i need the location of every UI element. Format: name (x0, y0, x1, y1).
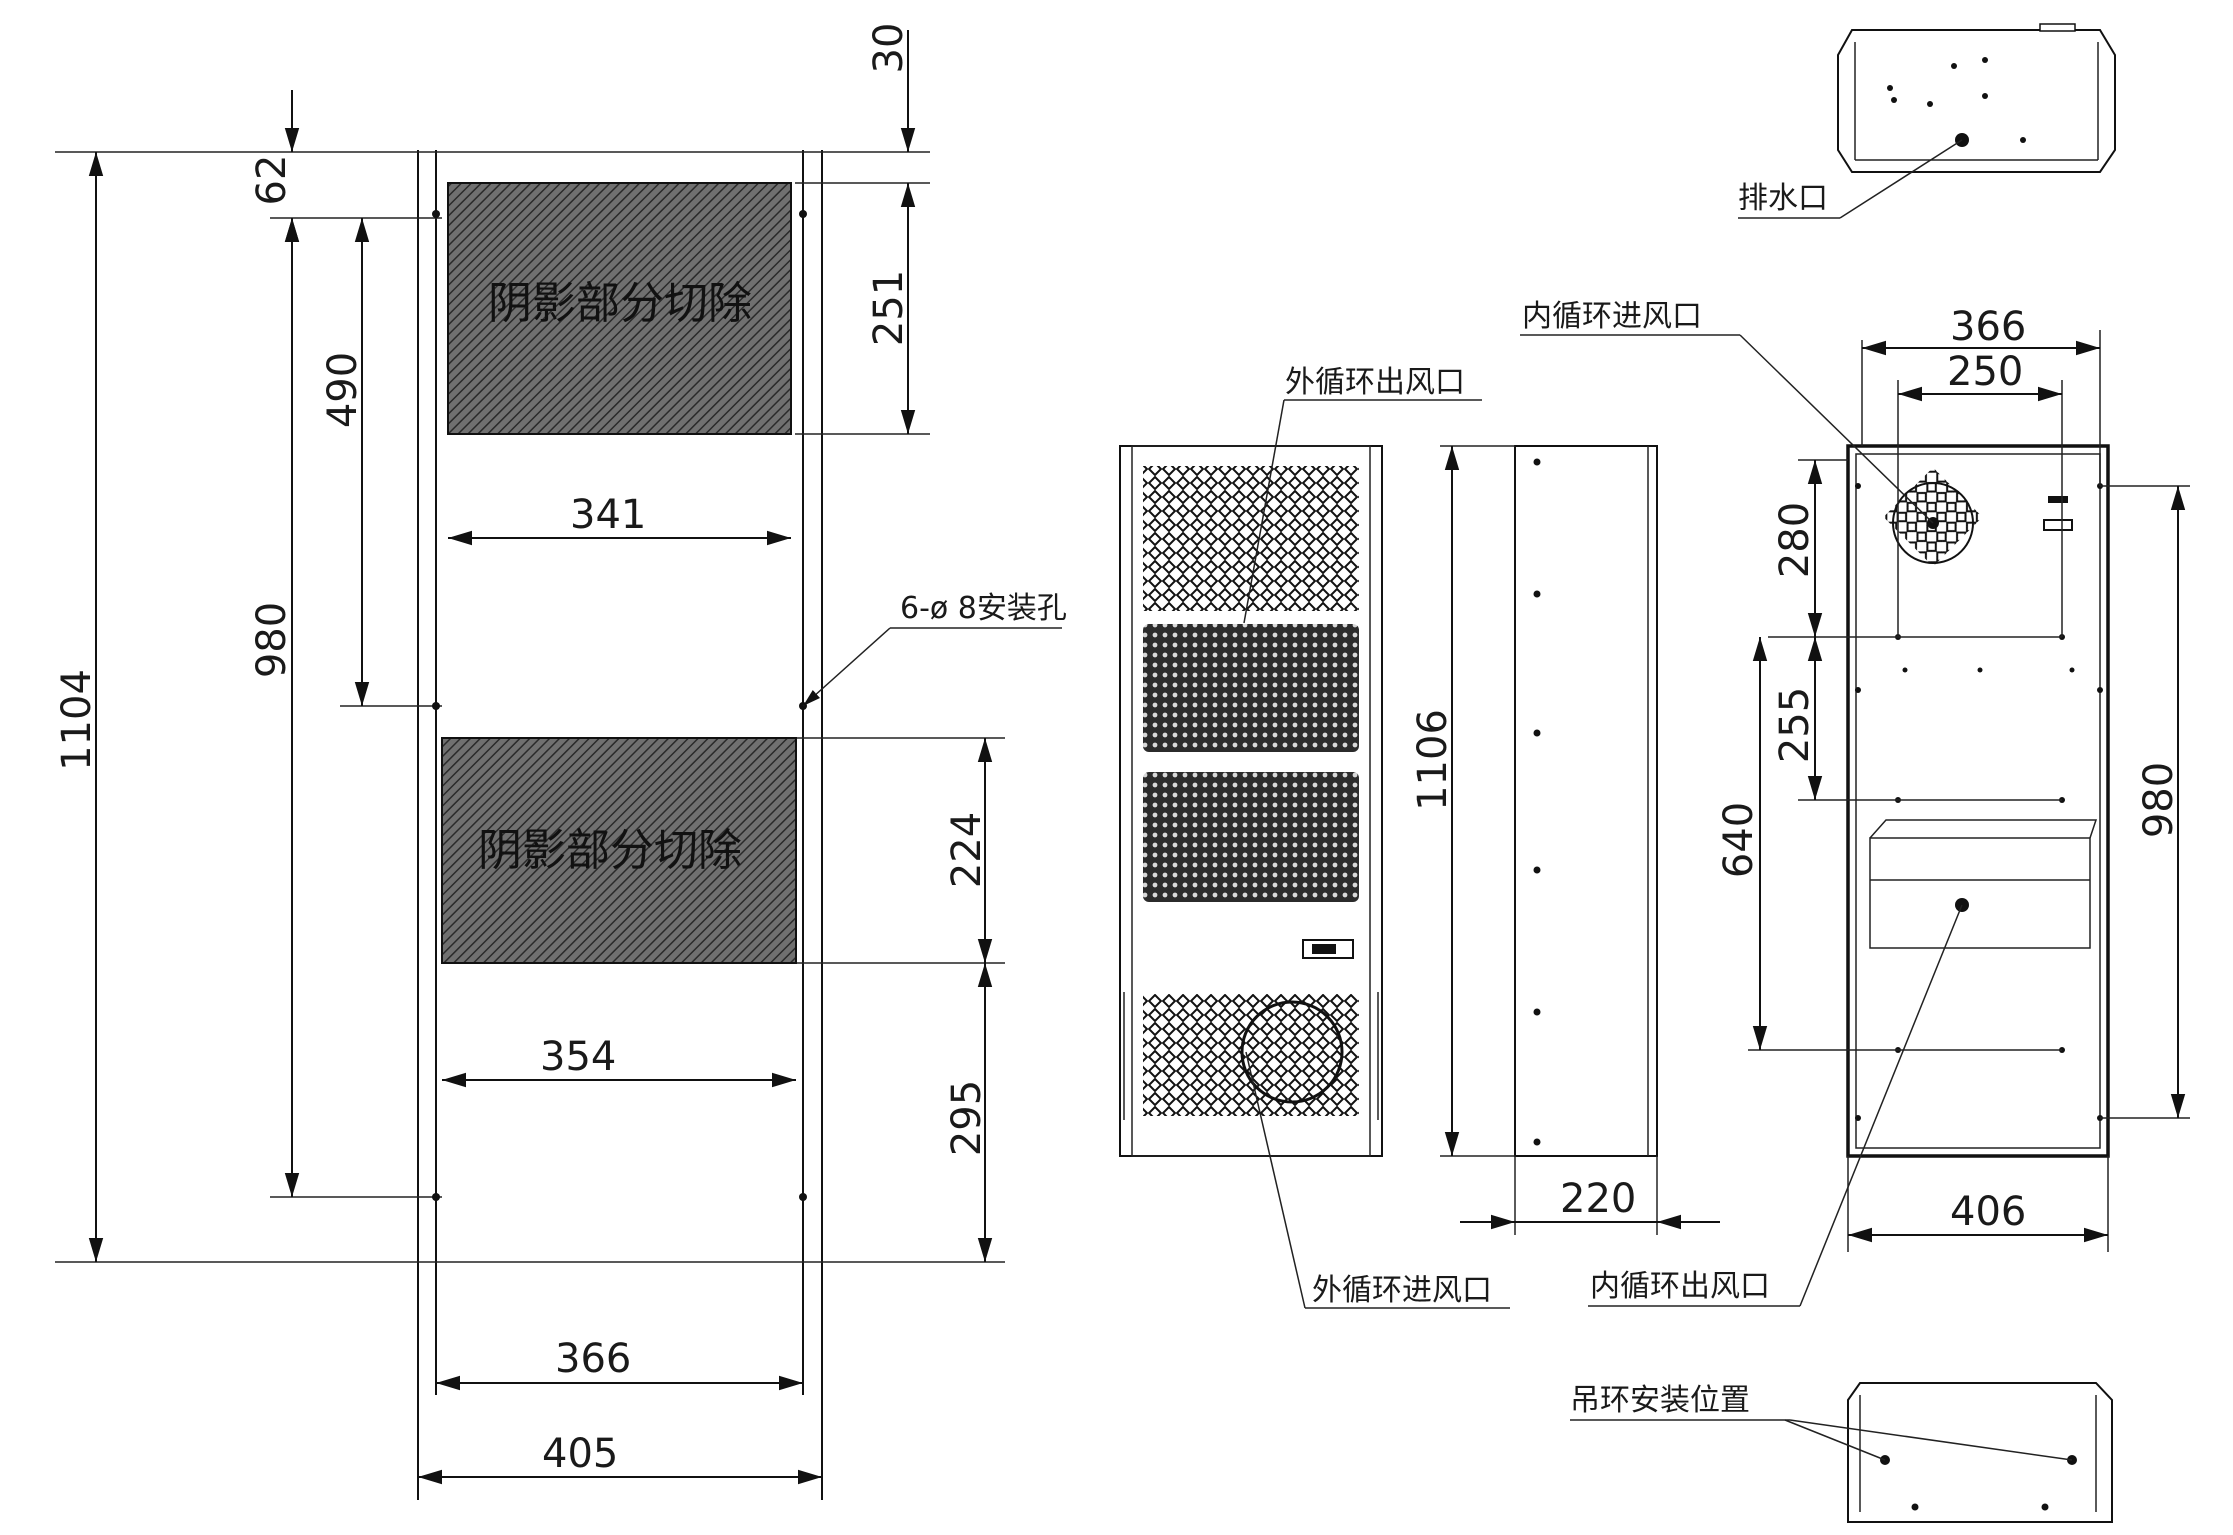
cutout-drawing: 阴影部分切除 阴影部分切除 1104 62 490 980 30 251 341 (54, 23, 1067, 1500)
upper-cut-area (447, 182, 792, 435)
dim-outer-width: 405 (542, 1431, 618, 1477)
dim-back-406: 406 (1950, 1189, 2026, 1235)
upper-cut-label: 阴影部分切除 (488, 278, 752, 329)
front-grill-top (1143, 466, 1359, 611)
dim-lower-bottom: 295 (944, 1080, 990, 1156)
int-outlet-label: 内循环出风口 (1590, 1269, 1770, 1304)
bottom-view: 吊环安装位置 (1570, 1382, 2113, 1523)
int-inlet-label: 内循环进风口 (1522, 299, 1702, 334)
ext-outlet-label: 外循环出风口 (1285, 365, 1465, 400)
dim-lower-cut-width: 354 (540, 1034, 616, 1080)
dim-top-gap: 30 (866, 23, 912, 74)
front-grill-mid2 (1143, 772, 1359, 902)
int-inlet-fan (1883, 467, 1983, 567)
front-view: 外循环出风口 外循环进风口 (1119, 365, 1510, 1309)
dim-back-280: 280 (1772, 502, 1818, 578)
dim-top-offset: 62 (249, 155, 295, 206)
ext-inlet-label: 外循环进风口 (1312, 1273, 1492, 1308)
dim-upper-cut-height: 251 (866, 270, 912, 346)
side-view: 1106 220 (1410, 445, 1720, 1235)
lifting-label: 吊环安装位置 (1570, 1383, 1750, 1418)
dim-back-980: 980 (2136, 762, 2182, 838)
top-view: 排水口 (1738, 23, 2116, 219)
lower-cut-area (441, 737, 797, 964)
front-grill-bottom (1143, 994, 1359, 1116)
dim-lower-cut-height: 224 (944, 812, 990, 888)
dim-back-640: 640 (1716, 802, 1762, 878)
dim-hole-pitch-total: 980 (249, 602, 295, 678)
dim-hole-pitch-upper: 490 (320, 352, 366, 428)
dim-hole-span: 366 (555, 1336, 631, 1382)
dim-back-250: 250 (1947, 349, 2023, 395)
mounting-holes (432, 210, 807, 1201)
lower-cut-label: 阴影部分切除 (478, 825, 742, 876)
dim-upper-cut-width: 341 (570, 492, 646, 538)
front-grill-mid1 (1143, 624, 1359, 752)
dim-front-height: 1106 (1410, 709, 1456, 811)
dim-side-depth: 220 (1560, 1176, 1636, 1222)
back-view: 366 250 280 255 640 980 406 内循环进风口 内循环出风… (1520, 299, 2190, 1307)
dim-back-255: 255 (1772, 687, 1818, 763)
front-fan (1240, 1000, 1344, 1104)
dim-back-366: 366 (1950, 304, 2026, 350)
drain-label: 排水口 (1738, 181, 1828, 216)
mounting-hole-label: 6-ø 8安装孔 (900, 591, 1067, 626)
dim-overall-height: 1104 (54, 669, 100, 771)
